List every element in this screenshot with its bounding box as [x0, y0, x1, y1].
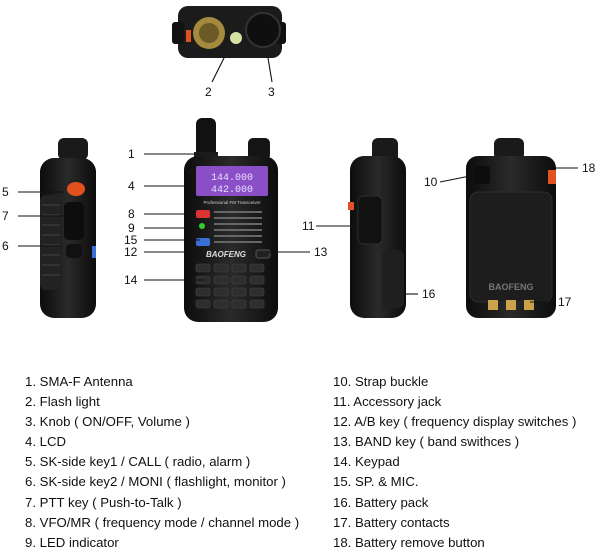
callout-1: 1 [128, 147, 135, 161]
legend-item: 8. VFO/MR ( frequency mode / channel mod… [25, 514, 300, 530]
led-indicator-icon [199, 223, 205, 229]
keypad [195, 263, 265, 309]
vfo-mr-key-icon [196, 210, 210, 218]
header-text: Professional FM Transceiver [203, 200, 261, 205]
legend-item: 6. SK-side key2 / MONI ( flashlight, mon… [25, 474, 286, 490]
back-view: BAOFENG [466, 138, 556, 318]
callout-7: 7 [2, 209, 9, 223]
callout-10: 10 [424, 175, 438, 189]
moni-key-icon [66, 244, 82, 258]
legend-item: 11. Accessory jack [333, 394, 442, 410]
legend-item: 16. Battery pack [333, 494, 429, 510]
top-view [172, 6, 286, 58]
speaker-grille [214, 211, 262, 243]
ptt-key-icon [64, 202, 84, 240]
back-brand-logo: BAOFENG [489, 282, 534, 292]
legend-item: 10. Strap buckle [333, 374, 429, 389]
band-key-icon [255, 249, 271, 259]
legend-item: 13. BAND key ( band swithces ) [333, 434, 520, 450]
legend-item: 4. LCD [25, 434, 67, 450]
callout-17: 17 [558, 295, 572, 309]
legend-item: 2. Flash light [25, 394, 100, 410]
callout-6: 6 [2, 239, 9, 253]
legend-right: 10. Strap buckle 11. Accessory jack 12. … [333, 372, 576, 553]
antenna-icon [196, 118, 216, 160]
legend-item: 17. Battery contacts [333, 514, 450, 530]
callout-4: 4 [128, 179, 135, 193]
flash-light-icon [230, 32, 242, 44]
battery-contacts-icon [488, 300, 534, 310]
lcd-line-1: 144.000 [211, 173, 253, 184]
legend-left: 1. SMA-F Antenna 2. Flash light 3. Knob … [25, 372, 299, 553]
legend-item: 3. Knob ( ON/OFF, Volume ) [25, 414, 190, 430]
right-side-view [348, 138, 406, 318]
volume-knob-icon [245, 12, 281, 48]
callout-16: 16 [422, 287, 436, 301]
left-side-view [40, 138, 96, 318]
legend-item: 9. LED indicator [25, 534, 119, 550]
front-view: 144.000 442.000 Professional FM Transcei… [184, 118, 278, 322]
accessory-jack-icon [357, 195, 383, 245]
callout-2: 2 [205, 85, 212, 99]
leader-lines [18, 57, 578, 303]
callout-14: 14 [124, 273, 138, 287]
ab-key-icon [196, 238, 210, 246]
legend-item: 1. SMA-F Antenna [25, 374, 133, 389]
legend-item: 5. SK-side key1 / CALL ( radio, alarm ) [25, 454, 251, 470]
callout-18: 18 [582, 161, 596, 175]
legend-item: 7. PTT key ( Push-to-Talk ) [25, 494, 182, 510]
callout-9: 9 [128, 221, 135, 235]
strap-buckle-icon [474, 166, 490, 184]
callout-3: 3 [268, 85, 275, 99]
legend-item: 18. Battery remove button [333, 534, 485, 550]
legend-item: 14. Keypad [333, 454, 400, 470]
callout-15: 15 [124, 233, 138, 247]
callout-5: 5 [2, 185, 9, 199]
lcd-line-2: 442.000 [211, 185, 253, 196]
radio-diagram: 144.000 442.000 Professional FM Transcei… [2, 6, 596, 322]
callout-13: 13 [314, 245, 328, 259]
legend-item: 15. SP. & MIC. [333, 474, 419, 490]
legend-item: 12. A/B key ( frequency display switches… [333, 414, 577, 430]
brand-logo: BAOFENG [206, 250, 246, 259]
callout-12: 12 [124, 245, 138, 259]
battery-remove-button-icon [548, 170, 556, 184]
call-key-icon [67, 182, 85, 196]
callout-8: 8 [128, 207, 135, 221]
callout-11: 11 [302, 219, 315, 233]
